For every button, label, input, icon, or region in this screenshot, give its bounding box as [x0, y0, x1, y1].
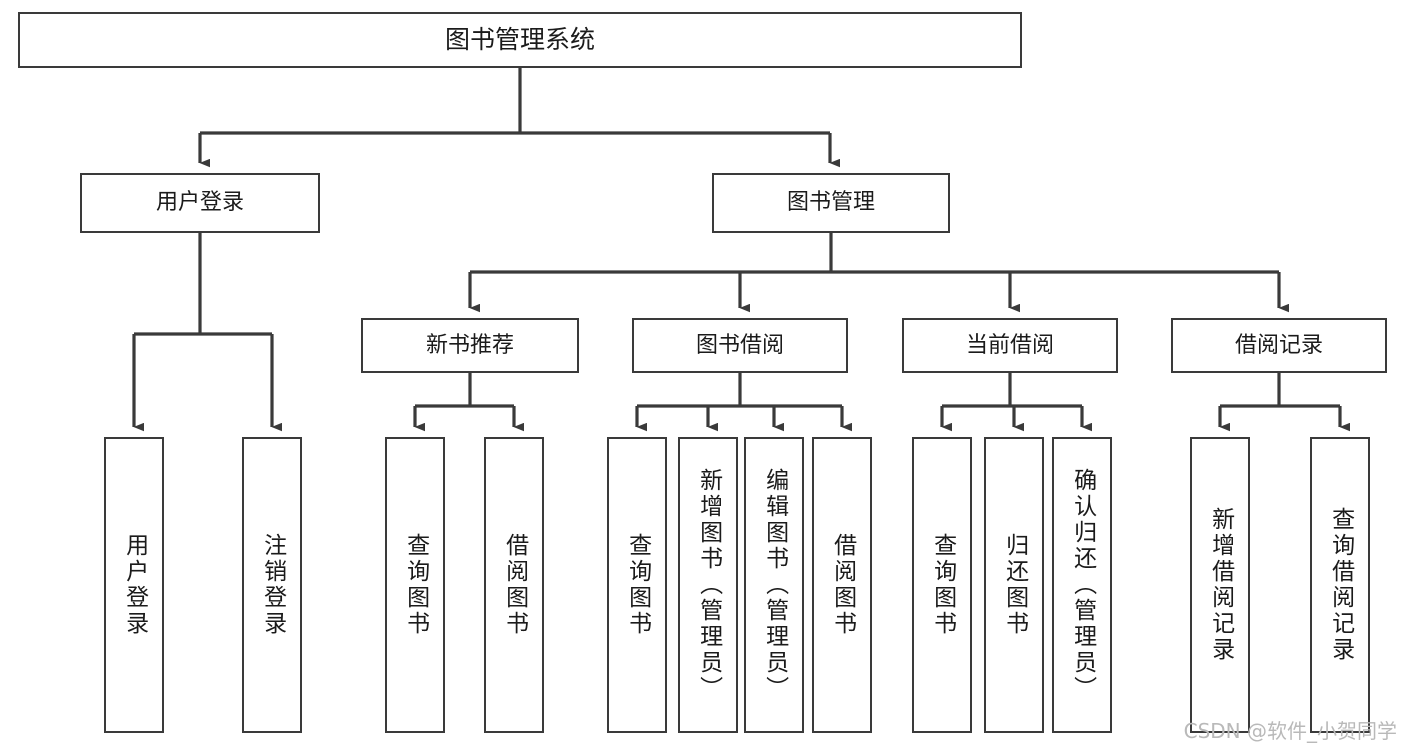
node-label: 注销登录: [259, 533, 286, 637]
node-leaf-return-book[interactable]: 归还图书: [984, 437, 1044, 733]
node-book-manage[interactable]: 图书管理: [712, 173, 950, 233]
node-leaf-logout-login[interactable]: 注销登录: [242, 437, 302, 733]
node-label: 图书借阅: [695, 332, 784, 358]
node-label: 借阅图书: [829, 533, 856, 637]
node-leaf-borrow-book-recommend[interactable]: 借阅图书: [484, 437, 544, 733]
node-leaf-query-borrow-record[interactable]: 查询借阅记录: [1310, 437, 1370, 733]
node-leaf-add-borrow-record[interactable]: 新增借阅记录: [1190, 437, 1250, 733]
node-label: 确认归还（管理员）: [1069, 468, 1096, 702]
node-leaf-query-book-borrow[interactable]: 查询图书: [607, 437, 667, 733]
node-current-borrow[interactable]: 当前借阅: [902, 318, 1118, 373]
node-leaf-confirm-return-admin[interactable]: 确认归还（管理员）: [1052, 437, 1112, 733]
node-label: 归还图书: [1001, 533, 1028, 637]
node-borrow-record[interactable]: 借阅记录: [1171, 318, 1387, 373]
node-label: 查询借阅记录: [1327, 507, 1354, 663]
node-label: 用户登录: [121, 533, 148, 637]
node-label: 图书管理系统: [444, 25, 595, 55]
node-label: 用户登录: [155, 190, 244, 216]
node-label: 新增图书（管理员）: [695, 468, 722, 702]
node-leaf-add-book-admin[interactable]: 新增图书（管理员）: [678, 437, 738, 733]
node-label: 查询图书: [402, 533, 429, 637]
node-label: 新增借阅记录: [1207, 507, 1234, 663]
node-label: 当前借阅: [965, 332, 1054, 358]
node-leaf-edit-book-admin[interactable]: 编辑图书（管理员）: [744, 437, 804, 733]
node-label: 查询图书: [624, 533, 651, 637]
node-label: 新书推荐: [425, 332, 514, 358]
node-root-system[interactable]: 图书管理系统: [18, 12, 1022, 68]
node-label: 查询图书: [929, 533, 956, 637]
node-label: 借阅图书: [501, 533, 528, 637]
node-book-borrow[interactable]: 图书借阅: [632, 318, 848, 373]
node-leaf-query-book-recommend[interactable]: 查询图书: [385, 437, 445, 733]
node-user-login[interactable]: 用户登录: [80, 173, 320, 233]
node-label: 编辑图书（管理员）: [761, 468, 788, 702]
csdn-watermark: CSDN @软件_小贺同学: [1183, 719, 1397, 743]
node-leaf-user-login[interactable]: 用户登录: [104, 437, 164, 733]
node-new-book-recommend[interactable]: 新书推荐: [361, 318, 579, 373]
node-leaf-query-book-current[interactable]: 查询图书: [912, 437, 972, 733]
node-leaf-borrow-book[interactable]: 借阅图书: [812, 437, 872, 733]
node-label: 图书管理: [786, 190, 875, 216]
node-label: 借阅记录: [1234, 332, 1323, 358]
